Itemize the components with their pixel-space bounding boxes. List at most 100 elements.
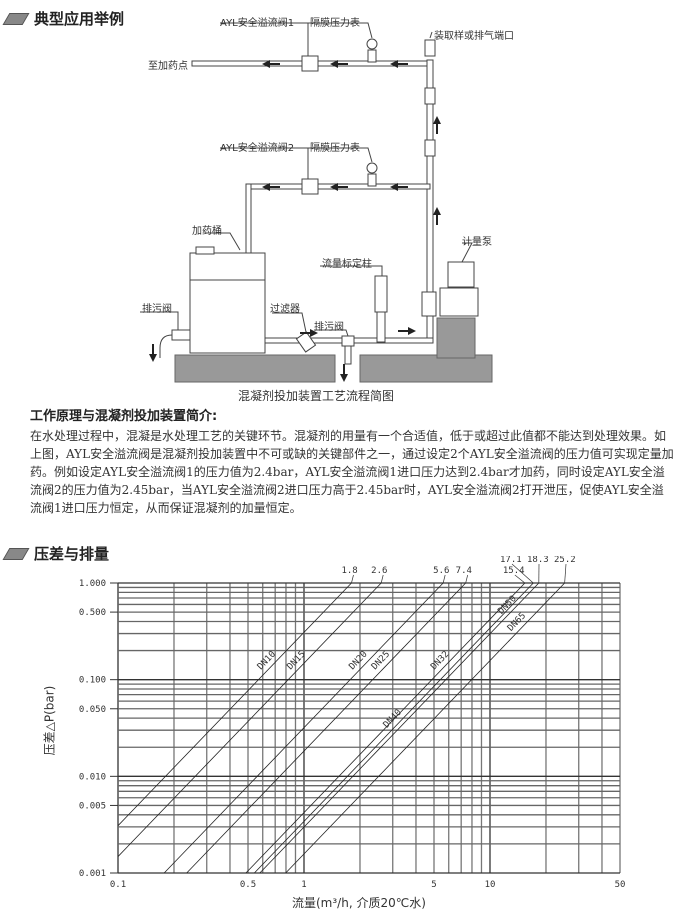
series-line-dn32 <box>245 582 526 874</box>
metering-pump-motor <box>447 261 475 288</box>
leader-line <box>205 232 241 251</box>
leader-line <box>461 242 473 263</box>
intro-text: 在水处理过程中，混凝是水处理工艺的关键环节。混凝剂的用量有一个合适值，低于或超过… <box>30 429 674 515</box>
y-tick-label: 0.500 <box>79 608 106 618</box>
kv-label: 7.4 <box>456 566 472 576</box>
leader-lines <box>140 22 473 337</box>
kv-label: 15.4 <box>503 566 525 576</box>
arrow-left-icon <box>330 183 348 191</box>
x-tick-label: 10 <box>485 880 496 890</box>
label-to-dosing-point: 至加药点 <box>148 61 188 72</box>
drain-tee <box>341 335 355 347</box>
label-filter: 过滤器 <box>270 304 300 315</box>
x-tick-label: 0.5 <box>240 880 256 890</box>
kv-leader <box>564 563 567 584</box>
diagram-caption: 混凝剂投加装置工艺流程简图 <box>238 389 395 403</box>
series-line-dn25 <box>186 582 466 874</box>
leader-line <box>272 312 307 333</box>
label-drain-valve-left: 排污阀 <box>142 304 172 315</box>
leader-line <box>140 311 179 330</box>
safety-valve-2 <box>301 178 319 195</box>
label-gauge-2: 隔膜压力表 <box>310 143 360 154</box>
x-tick-label: 0.1 <box>110 880 126 890</box>
chart-ylabel: 压差△P(bar) <box>42 685 57 756</box>
flow-column <box>374 275 388 313</box>
drain-valve-mid <box>344 345 352 365</box>
series-label: DN20 <box>347 650 369 673</box>
flow-column-valve <box>376 311 386 343</box>
series-line-dn40 <box>254 582 534 874</box>
y-tick-label: 0.010 <box>79 772 106 782</box>
drain-valve-left <box>171 329 191 341</box>
pressure-gauge-1-icon <box>366 38 378 50</box>
y-tick-label: 0.001 <box>79 869 106 879</box>
pump-head <box>421 291 437 317</box>
label-drain-valve-mid: 排污阀 <box>314 322 344 333</box>
kv-leader <box>442 574 446 584</box>
leader-line <box>308 147 373 163</box>
y-tick-label: 1.000 <box>79 579 106 589</box>
y-tick-label: 0.100 <box>79 676 106 686</box>
kv-leader <box>514 574 526 584</box>
label-flow-column: 流量标定柱 <box>322 259 372 270</box>
safety-valve-1 <box>301 55 319 72</box>
series-line-dn15 <box>117 582 382 857</box>
arrow-left-icon <box>262 60 280 68</box>
label-safety-valve-1: AYL安全溢流阀1 <box>220 18 295 29</box>
kv-leader <box>351 574 354 584</box>
x-tick-label: 1 <box>301 880 306 890</box>
series-label: DN65 <box>506 611 528 634</box>
arrow-left-icon <box>390 60 408 68</box>
process-flow-diagram <box>140 22 493 383</box>
x-tick-label: 5 <box>431 880 436 890</box>
section-application-example: 典型应用举例 <box>2 8 125 29</box>
kv-label: 18.3 <box>527 556 549 565</box>
kv-label: 5.6 <box>433 566 449 576</box>
tank-cap <box>195 246 215 255</box>
arrow-down-icon <box>149 344 157 362</box>
section-title: 典型应用举例 <box>34 10 125 28</box>
series-line-dn20 <box>163 582 444 874</box>
intro-title: 工作原理与混凝剂投加装置简介: <box>30 409 218 424</box>
kv-label: 25.2 <box>554 556 576 565</box>
pressure-gauge-2-icon <box>366 162 378 174</box>
sample-port-valve <box>424 39 436 57</box>
label-gauge-1: 隔膜压力表 <box>310 18 360 29</box>
arrow-up-icon <box>433 207 441 225</box>
dosing-tank <box>189 252 266 354</box>
y-tick-label: 0.050 <box>79 705 106 715</box>
label-tank: 加药桶 <box>192 226 222 237</box>
flow-arrows <box>149 60 441 382</box>
label-sample-port: 装取样或排气端口 <box>434 31 514 42</box>
chart-xlabel: 流量(m³/h, 介质20℃水) <box>292 896 426 910</box>
series-label: DN25 <box>370 650 392 673</box>
arrow-right-icon <box>300 329 318 337</box>
x-tick-label: 50 <box>615 880 626 890</box>
kv-leader <box>511 563 534 584</box>
leader-line <box>429 31 433 39</box>
kv-label: 2.6 <box>371 566 387 576</box>
series-line-dn65 <box>285 582 565 874</box>
filter <box>295 331 317 353</box>
arrow-up-icon <box>433 116 441 134</box>
y-tick-label: 0.005 <box>79 801 106 811</box>
kv-leader <box>380 574 384 584</box>
left-base-slab <box>174 354 336 383</box>
label-pump: 计量泵 <box>462 237 492 248</box>
arrow-down-icon <box>340 364 348 382</box>
gauge-2-fitting <box>367 173 377 187</box>
metering-pump <box>439 287 479 317</box>
arrow-right-icon <box>398 327 416 335</box>
section-pressure-flow: 压差与排量 <box>2 543 109 564</box>
kv-label: 1.8 <box>341 566 357 576</box>
right-base-slab <box>359 354 493 383</box>
riser-valve <box>424 87 436 105</box>
arrow-left-icon <box>330 60 348 68</box>
kv-leader <box>465 574 469 584</box>
label-safety-valve-2: AYL安全溢流阀2 <box>220 143 295 154</box>
arrow-left-icon <box>262 183 280 191</box>
pump-base <box>436 317 476 359</box>
return-pipe-drop <box>245 183 252 255</box>
riser-valve <box>424 139 436 157</box>
